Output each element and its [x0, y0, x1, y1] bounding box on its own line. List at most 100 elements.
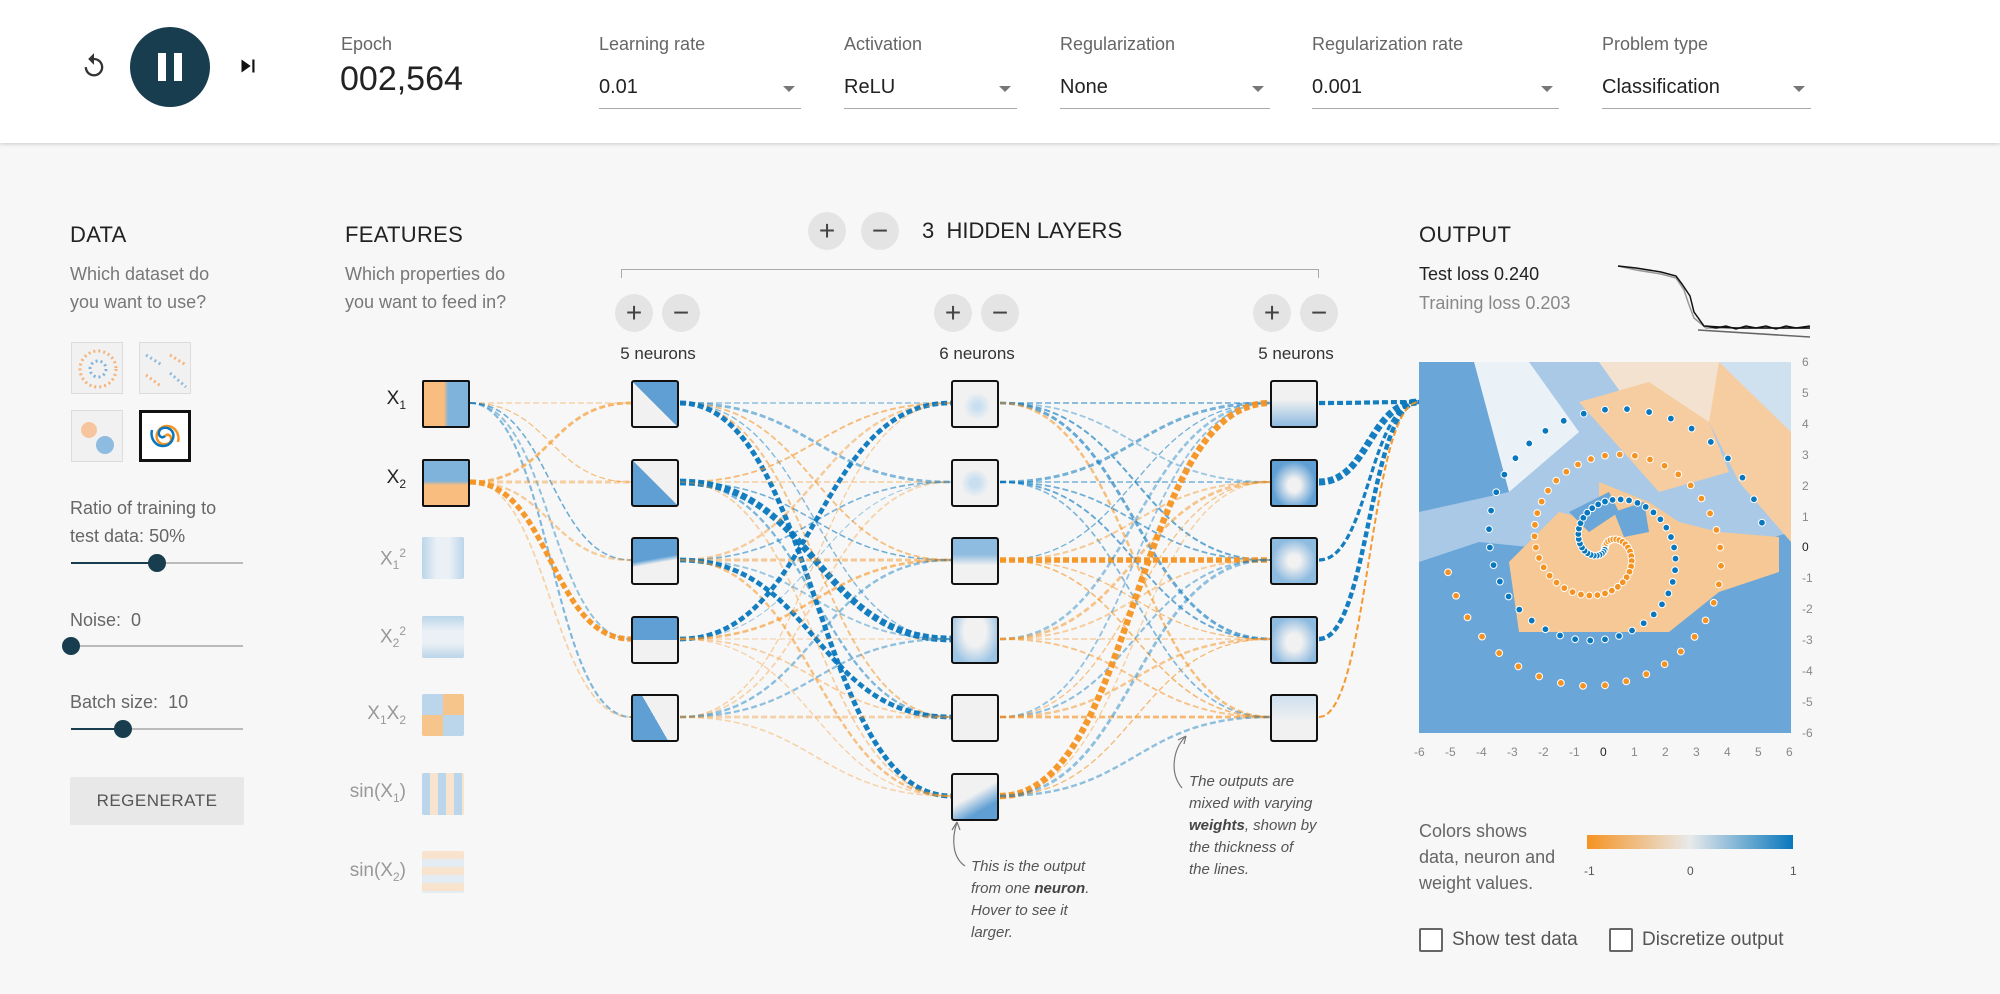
- weight-link[interactable]: [999, 559, 1271, 718]
- weight-link[interactable]: [469, 401, 632, 484]
- weight-link[interactable]: [679, 558, 952, 641]
- remove-layer-button[interactable]: −: [861, 212, 899, 250]
- neuron-3-3[interactable]: [1270, 537, 1318, 585]
- feature-x1-squared[interactable]: [422, 537, 464, 579]
- pause-button[interactable]: [130, 27, 210, 107]
- weight-link[interactable]: [999, 559, 1271, 640]
- weight-link[interactable]: [679, 402, 952, 561]
- weight-link[interactable]: [1318, 400, 1420, 562]
- feature-x1x2[interactable]: [422, 694, 464, 736]
- weight-link[interactable]: [999, 715, 1271, 798]
- weight-link[interactable]: [679, 637, 952, 719]
- problem-type-select[interactable]: Classification: [1602, 70, 1811, 109]
- weight-link[interactable]: [679, 400, 952, 642]
- feature-sin-x1[interactable]: [422, 773, 464, 815]
- weight-link[interactable]: [999, 637, 1271, 719]
- weight-link[interactable]: [679, 638, 952, 718]
- neuron-3-2[interactable]: [1270, 459, 1318, 507]
- weight-link[interactable]: [1318, 401, 1420, 718]
- batch-size-slider[interactable]: [71, 720, 243, 738]
- add-layer-button[interactable]: +: [808, 212, 846, 250]
- regularization-select[interactable]: None: [1060, 70, 1270, 109]
- weight-link[interactable]: [999, 402, 1271, 561]
- dataset-circle[interactable]: [71, 342, 123, 394]
- neuron-2-6[interactable]: [951, 773, 999, 821]
- weight-link[interactable]: [999, 480, 1271, 562]
- weight-link[interactable]: [469, 402, 632, 640]
- neuron-1-3[interactable]: [631, 537, 679, 585]
- weight-link[interactable]: [469, 480, 632, 562]
- weight-link[interactable]: [999, 481, 1271, 797]
- weight-link[interactable]: [999, 638, 1271, 797]
- weight-link[interactable]: [679, 480, 952, 719]
- discretize-output-checkbox[interactable]: [1609, 928, 1633, 952]
- neuron-3-5[interactable]: [1270, 694, 1318, 742]
- reset-button[interactable]: [76, 48, 112, 84]
- weight-link[interactable]: [999, 480, 1271, 641]
- noise-slider-handle[interactable]: [62, 637, 80, 655]
- weight-link[interactable]: [999, 401, 1271, 641]
- weight-link[interactable]: [679, 402, 952, 483]
- neuron-3-4[interactable]: [1270, 616, 1318, 664]
- neuron-1-4[interactable]: [631, 616, 679, 664]
- feature-sin-x2[interactable]: [422, 851, 464, 893]
- weight-link[interactable]: [679, 478, 952, 643]
- weight-link[interactable]: [679, 402, 952, 718]
- weight-link[interactable]: [679, 558, 952, 798]
- dataset-xor[interactable]: [139, 342, 191, 394]
- weight-link[interactable]: [999, 558, 1271, 719]
- layer3-remove-neuron-button[interactable]: −: [1300, 294, 1338, 332]
- ratio-slider-handle[interactable]: [148, 554, 166, 572]
- weight-link[interactable]: [469, 402, 632, 561]
- layer2-add-neuron-button[interactable]: +: [934, 294, 972, 332]
- ratio-slider[interactable]: [71, 554, 243, 572]
- weight-link[interactable]: [679, 401, 952, 562]
- weight-link[interactable]: [469, 481, 632, 718]
- layer2-remove-neuron-button[interactable]: −: [981, 294, 1019, 332]
- weight-link[interactable]: [999, 559, 1271, 640]
- layer1-remove-neuron-button[interactable]: −: [662, 294, 700, 332]
- neuron-2-4[interactable]: [951, 616, 999, 664]
- weight-link[interactable]: [999, 558, 1271, 798]
- weight-link[interactable]: [679, 481, 952, 718]
- weight-link[interactable]: [999, 481, 1271, 718]
- weight-link[interactable]: [999, 401, 1271, 641]
- noise-slider[interactable]: [62, 637, 243, 655]
- learning-rate-select[interactable]: 0.01: [599, 70, 801, 109]
- neuron-1-5[interactable]: [631, 694, 679, 742]
- weight-link[interactable]: [679, 558, 952, 719]
- neuron-2-2[interactable]: [951, 459, 999, 507]
- batch-size-slider-handle[interactable]: [113, 720, 132, 738]
- weight-link[interactable]: [679, 481, 952, 561]
- feature-x2[interactable]: [422, 459, 470, 507]
- step-button[interactable]: [230, 48, 266, 84]
- weight-link[interactable]: [469, 479, 632, 642]
- neuron-1-1[interactable]: [631, 380, 679, 428]
- weight-link[interactable]: [679, 481, 952, 640]
- regularization-rate-select[interactable]: 0.001: [1312, 70, 1559, 109]
- neuron-3-1[interactable]: [1270, 380, 1318, 428]
- layer1-add-neuron-button[interactable]: +: [615, 294, 653, 332]
- weight-link[interactable]: [999, 401, 1271, 484]
- weight-link[interactable]: [999, 638, 1271, 718]
- feature-x2-squared[interactable]: [422, 616, 464, 658]
- weight-link[interactable]: [679, 638, 952, 797]
- weight-link[interactable]: [999, 481, 1271, 561]
- dataset-gaussian[interactable]: [71, 410, 123, 462]
- neuron-2-5[interactable]: [951, 694, 999, 742]
- neuron-2-3[interactable]: [951, 537, 999, 585]
- weight-link[interactable]: [1318, 399, 1420, 642]
- activation-select[interactable]: ReLU: [844, 70, 1017, 109]
- weight-link[interactable]: [999, 402, 1271, 718]
- weight-link[interactable]: [999, 399, 1271, 800]
- feature-x1[interactable]: [422, 380, 470, 428]
- neuron-1-2[interactable]: [631, 459, 679, 507]
- neuron-2-1[interactable]: [951, 380, 999, 428]
- weight-link[interactable]: [679, 557, 952, 720]
- dataset-spiral[interactable]: [139, 410, 191, 462]
- weight-link[interactable]: [679, 401, 952, 484]
- weight-link[interactable]: [679, 559, 952, 640]
- weight-link[interactable]: [999, 481, 1271, 718]
- weight-link[interactable]: [679, 716, 952, 797]
- weight-link[interactable]: [999, 402, 1271, 483]
